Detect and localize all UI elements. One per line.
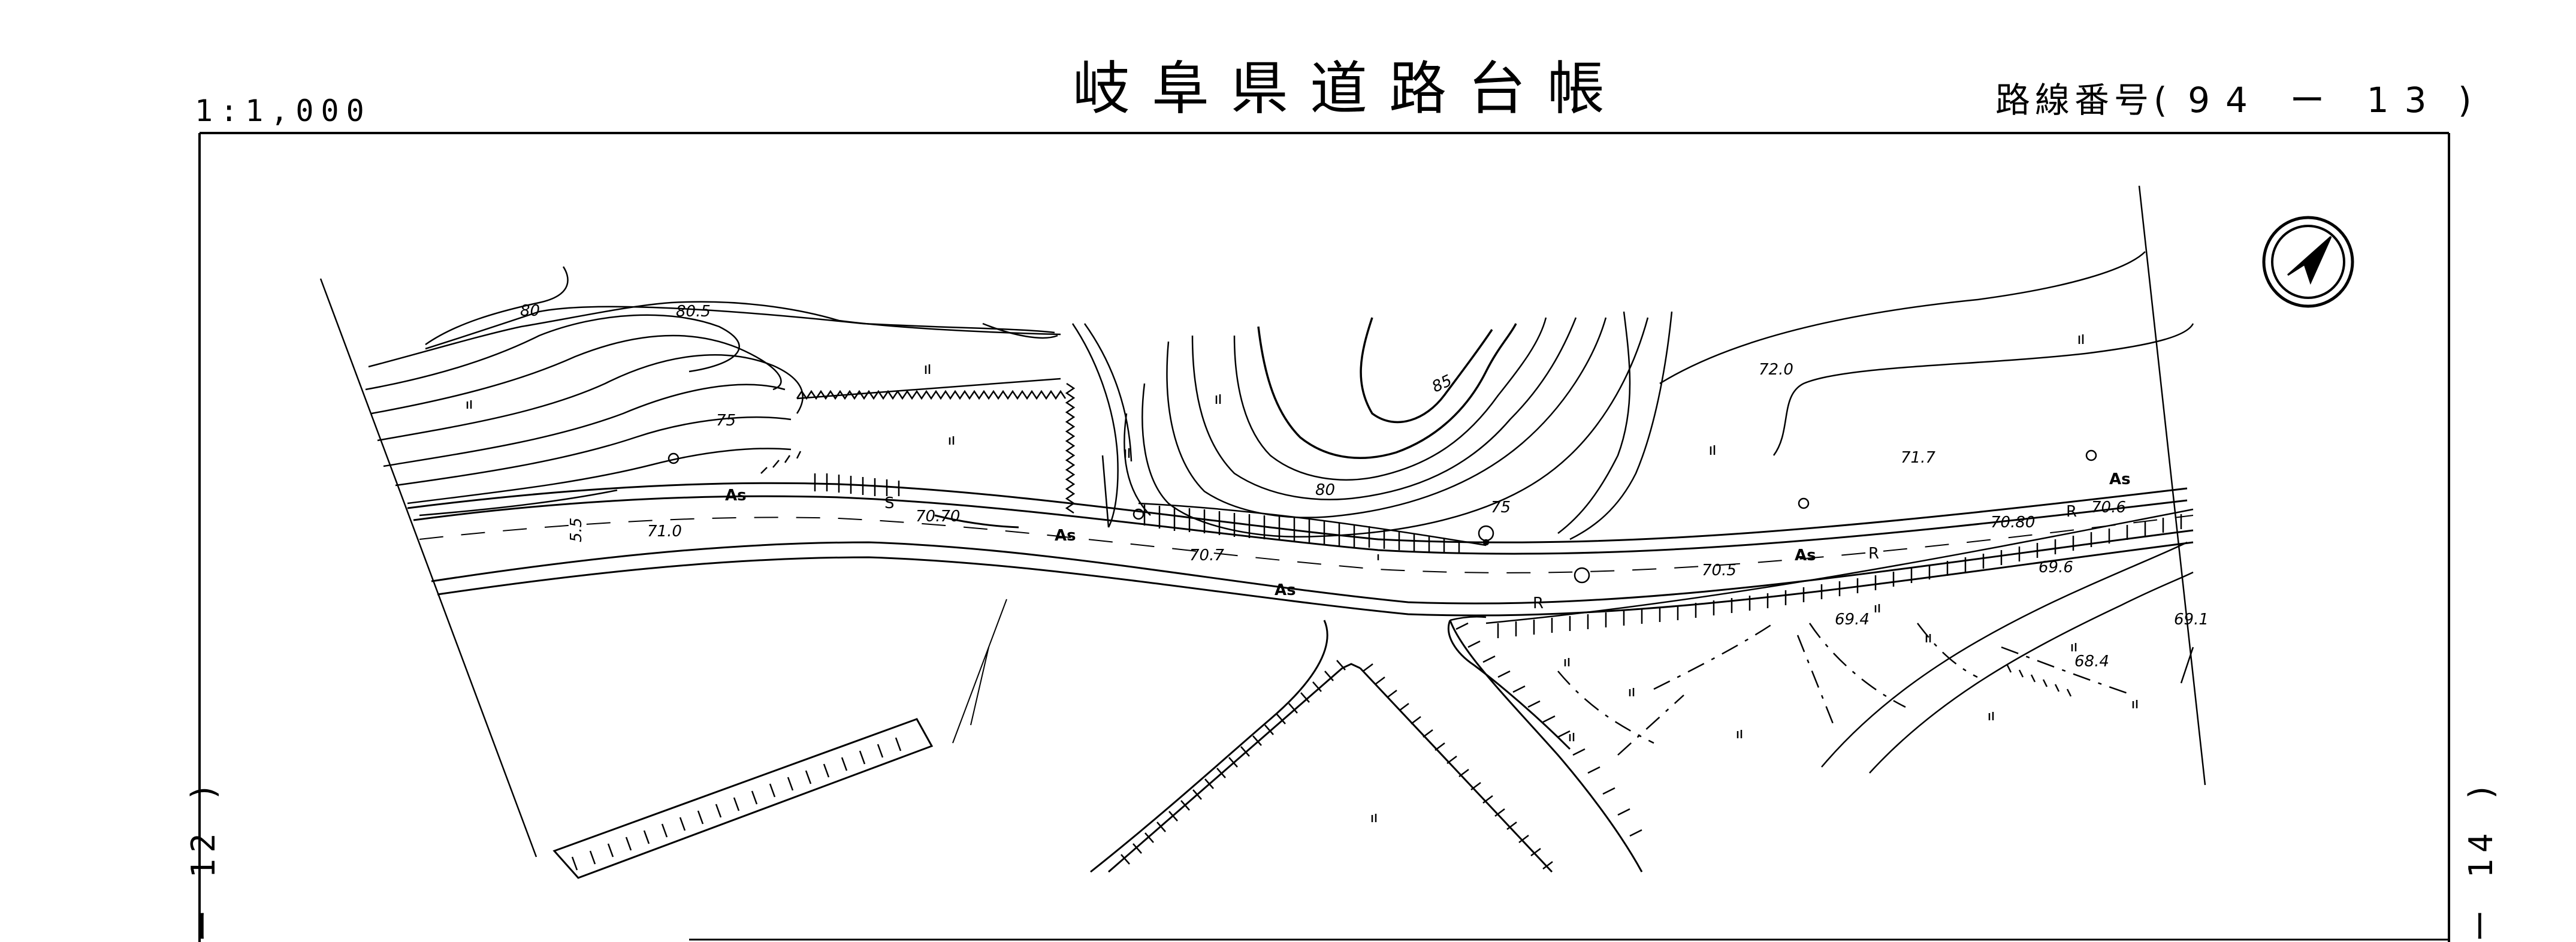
contour-lines-right bbox=[1124, 251, 2194, 541]
north-arrow-icon bbox=[2262, 216, 2354, 308]
spot-elevation: 69.1 bbox=[2174, 611, 2209, 629]
surface-label: As bbox=[2109, 470, 2131, 488]
road-width-label: 5.5 bbox=[567, 518, 585, 542]
spot-elevation: 71.7 bbox=[1901, 449, 1935, 467]
road-edge-hatch-right bbox=[1485, 508, 2194, 638]
surface-label: As bbox=[1055, 527, 1076, 545]
surface-label: As bbox=[725, 487, 747, 505]
map-frame bbox=[198, 132, 2450, 942]
slope-hatch-center bbox=[1138, 502, 1487, 552]
survey-boundary bbox=[319, 185, 2206, 858]
route-label: 路線番号 bbox=[1995, 80, 2154, 120]
contour-label: 75 bbox=[716, 412, 736, 430]
scale-label: 1:1,000 bbox=[195, 93, 372, 128]
spot-elevation: 69.4 bbox=[1835, 611, 1870, 629]
contour-label: 75 bbox=[1491, 499, 1511, 517]
route-close-paren: ) bbox=[2458, 80, 2477, 120]
drainage-lines bbox=[1071, 323, 1133, 528]
road-mark: R bbox=[1533, 594, 1544, 612]
contour-lines-left bbox=[365, 266, 1061, 517]
main-road bbox=[407, 482, 2194, 617]
contour-label: 85 bbox=[1429, 372, 1455, 396]
contour-label: 80 bbox=[1315, 481, 1335, 499]
contour-label: 80 bbox=[520, 302, 540, 320]
spot-elevation: 69.6 bbox=[2039, 558, 2073, 576]
embankment-strip bbox=[552, 599, 1007, 879]
road-mark: R bbox=[1868, 545, 1879, 563]
sheet-title: 岐阜県道路台帳 bbox=[1073, 55, 1626, 122]
spot-elevation: 70.80 bbox=[1991, 514, 2035, 532]
spot-elevation: 70.7 bbox=[1189, 547, 1224, 564]
side-road-right bbox=[1557, 541, 2194, 774]
spot-elevation: 68.4 bbox=[2074, 653, 2109, 671]
spot-elevation: 70.70 bbox=[916, 508, 960, 526]
branch-road-hatch bbox=[1121, 615, 1642, 869]
vegetation-symbols bbox=[466, 334, 2138, 822]
surface-label: As bbox=[1795, 547, 1816, 564]
surface-label: As bbox=[1275, 581, 1296, 599]
spot-elevation: 70.6 bbox=[2091, 499, 2126, 517]
route-open-paren: ( bbox=[2154, 80, 2172, 120]
spot-elevation: 72.0 bbox=[1759, 361, 1793, 379]
slope-hatch-left bbox=[760, 378, 1076, 514]
road-mark: R bbox=[2066, 503, 2077, 521]
survey-points bbox=[668, 449, 2097, 584]
map-labels: 80 80.5 75 85 80 75 As As As As As 71.0 … bbox=[520, 302, 2209, 671]
route-number-value: 94 ー 13 bbox=[2188, 80, 2442, 120]
road-mark: S bbox=[884, 494, 895, 512]
contour-label: 80.5 bbox=[676, 303, 711, 321]
spot-elevation: 71.0 bbox=[647, 523, 682, 541]
route-number: 路線番号( 94 ー 13 ) bbox=[1995, 83, 2477, 117]
branch-road bbox=[1090, 620, 1643, 873]
spot-elevation: 70.5 bbox=[1702, 561, 1737, 579]
